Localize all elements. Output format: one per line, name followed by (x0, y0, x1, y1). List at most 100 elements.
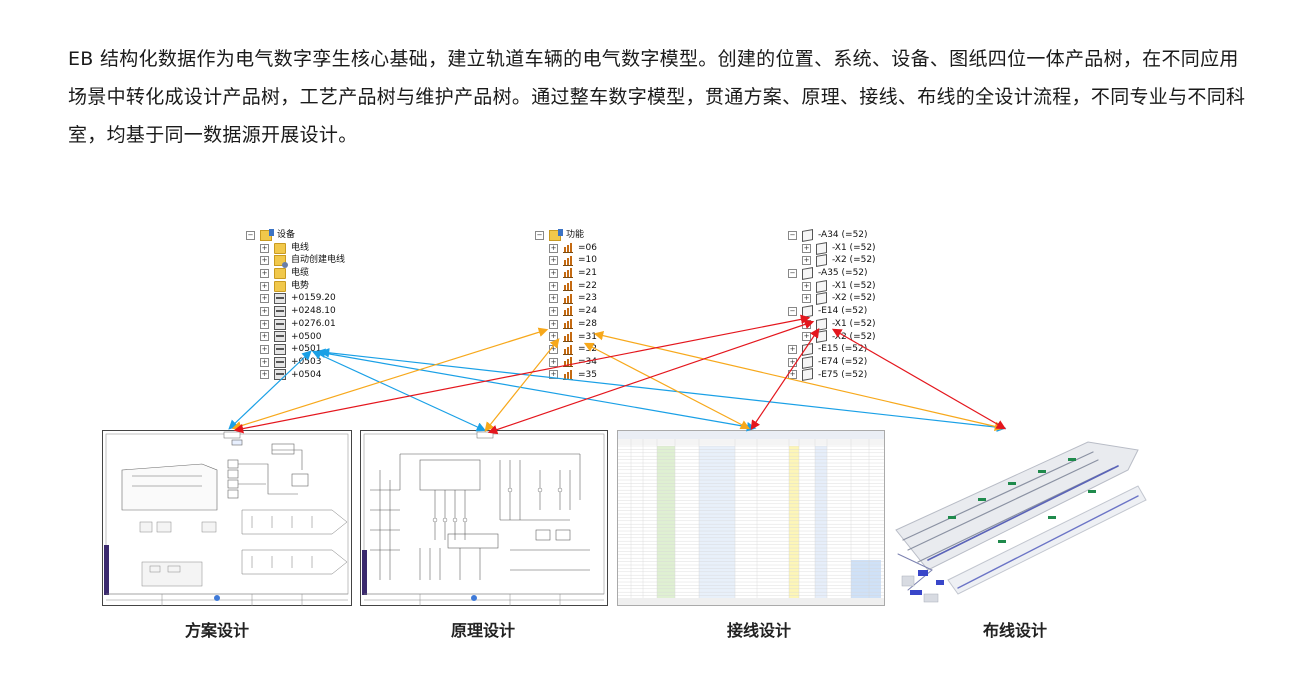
device-tree-item[interactable]: + +0500 (246, 331, 345, 344)
tree-item-label: +0159.20 (291, 293, 336, 304)
function-tree-item[interactable]: +=35 (535, 369, 597, 382)
expand-icon[interactable]: + (788, 370, 797, 380)
expand-icon[interactable]: + (788, 357, 797, 367)
cabinet-icon (274, 344, 286, 356)
collapse-icon[interactable]: − (246, 230, 255, 240)
expand-icon[interactable]: + (549, 319, 558, 329)
expand-icon[interactable]: + (260, 294, 269, 304)
component-icon (802, 266, 813, 280)
function-bars-icon (563, 319, 573, 330)
collapse-icon[interactable]: − (788, 306, 797, 316)
device-tree-item[interactable]: ++0503 (246, 356, 345, 369)
tree-item-label: +0500 (291, 331, 322, 342)
expand-icon[interactable]: + (802, 256, 811, 266)
tree-item-label: +0276.01 (291, 318, 336, 329)
expand-icon[interactable]: + (549, 243, 558, 253)
component-tree-item[interactable]: +-E75 (=52) (788, 368, 876, 382)
expand-icon[interactable]: + (260, 281, 269, 291)
expand-icon[interactable]: + (802, 332, 811, 342)
device-tree-root-label: 设备 (277, 230, 296, 240)
function-tree-item[interactable]: +=24 (535, 305, 597, 318)
tree-item-label: -A35 (=52) (818, 268, 868, 279)
expand-icon[interactable]: + (802, 294, 811, 304)
tree-item-label: -X1 (=52) (832, 318, 876, 329)
routing-design-3d-harness[interactable] (888, 430, 1150, 606)
function-bars-icon (563, 268, 573, 279)
expand-icon[interactable]: + (549, 345, 558, 355)
caption-wiring-design: 接线设计 (726, 621, 791, 640)
device-tree-root[interactable]: − 设备 (246, 228, 345, 242)
device-tree-item[interactable]: ++0504 (246, 369, 345, 382)
component-tree-item[interactable]: +-E74 (=52) (788, 355, 876, 369)
expand-icon[interactable]: + (260, 243, 269, 253)
function-tree-item[interactable]: +=23 (535, 292, 597, 305)
expand-icon[interactable]: + (788, 345, 797, 355)
expand-icon[interactable]: + (549, 357, 558, 367)
component-tree-item[interactable]: + -X1 (=52) (788, 317, 876, 331)
expand-icon[interactable]: + (260, 370, 269, 380)
expand-icon[interactable]: + (549, 370, 558, 380)
expand-icon[interactable]: + (260, 319, 269, 329)
component-tree-item[interactable]: −-A34 (=52) (788, 228, 876, 242)
device-tree-item[interactable]: +自动创建电线 (246, 254, 345, 269)
component-tree-item[interactable]: +-X1 (=52) (788, 279, 876, 293)
component-tree-item[interactable]: −-E14 (=52) (788, 304, 876, 318)
expand-icon[interactable]: + (260, 256, 269, 266)
tree-item-label: =21 (578, 268, 597, 279)
device-tree-item[interactable]: ++0248.10 (246, 305, 345, 318)
component-tree-item[interactable]: +-E15 (=52) (788, 343, 876, 357)
expand-icon[interactable]: + (260, 332, 269, 342)
component-tree-item[interactable]: +-X2 (=52) (788, 254, 876, 268)
expand-icon[interactable]: + (802, 243, 811, 253)
collapse-icon[interactable]: − (535, 230, 544, 240)
expand-icon[interactable]: + (549, 256, 558, 266)
function-bars-icon (563, 369, 573, 380)
expand-icon[interactable]: + (549, 332, 558, 342)
component-tree-item[interactable]: +-X1 (=52) (788, 241, 876, 255)
device-tree-item[interactable]: + +0159.20 (246, 292, 345, 305)
device-tree-item[interactable]: +电势 (246, 280, 345, 293)
device-tree-item[interactable]: ++0501 (246, 343, 345, 356)
device-tree-item[interactable]: + +0276.01 (246, 318, 345, 331)
function-tree-root-label: 功能 (566, 230, 585, 240)
function-tree-root[interactable]: − 功能 (535, 228, 597, 242)
function-tree-item[interactable]: +=10 (535, 254, 597, 267)
tree-item-label: -X2 (=52) (832, 331, 876, 342)
expand-icon[interactable]: + (260, 306, 269, 316)
expand-icon[interactable]: + (260, 345, 269, 355)
function-tree-item[interactable]: +=22 (535, 280, 597, 293)
expand-icon[interactable]: + (549, 268, 558, 278)
function-tree-item[interactable]: +=28 (535, 318, 597, 331)
expand-icon[interactable]: + (260, 268, 269, 278)
function-tree-item[interactable]: +=32 (535, 343, 597, 356)
device-folder-icon (260, 228, 274, 241)
collapse-icon[interactable]: − (788, 230, 797, 240)
principle-design-drawing[interactable] (360, 430, 608, 606)
expand-icon[interactable]: + (260, 357, 269, 367)
component-tree-item[interactable]: +-X2 (=52) (788, 292, 876, 306)
component-tree-item[interactable]: + -X2 (=52) (788, 330, 876, 344)
expand-icon[interactable]: + (549, 294, 558, 304)
function-bars-icon (563, 357, 573, 368)
device-tree-item[interactable]: +电线 (246, 242, 345, 255)
expand-icon[interactable]: + (802, 281, 811, 291)
function-bars-icon (563, 243, 573, 254)
device-tree-item[interactable]: +电缆 (246, 267, 345, 280)
expand-icon[interactable]: + (802, 319, 811, 329)
function-tree-item[interactable]: + =21 (535, 267, 597, 280)
intro-paragraph: EB 结构化数据作为电气数字孪生核心基础，建立轨道车辆的电气数字模型。创建的位置… (68, 48, 1246, 146)
function-tree-item[interactable]: +=06 (535, 242, 597, 255)
component-tree-item[interactable]: − -A35 (=52) (788, 266, 876, 280)
scheme-design-drawing[interactable] (102, 430, 352, 606)
cabinet-icon (274, 369, 286, 381)
function-tree-item[interactable]: +=31 (535, 331, 597, 344)
cabinet-icon (274, 305, 286, 317)
expand-icon[interactable]: + (549, 306, 558, 316)
expand-icon[interactable]: + (549, 281, 558, 291)
collapse-icon[interactable]: − (788, 268, 797, 278)
folder-icon (274, 280, 286, 292)
wiring-design-spreadsheet[interactable] (617, 430, 885, 606)
function-tree-item[interactable]: + =34 (535, 356, 597, 369)
tree-item-label: =34 (578, 356, 597, 367)
folder-icon (274, 242, 286, 254)
